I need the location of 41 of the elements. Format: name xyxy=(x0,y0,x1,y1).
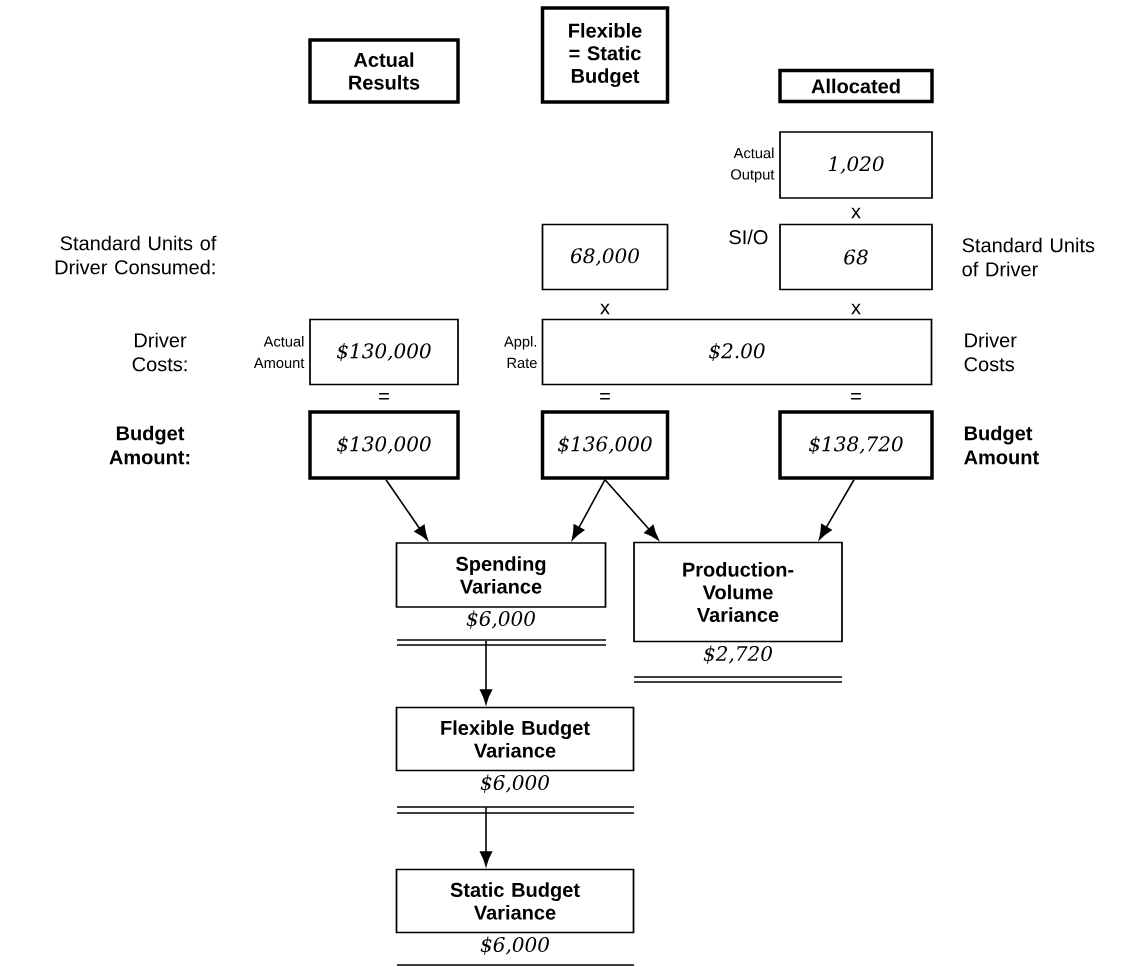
operator-sign: = xyxy=(379,393,389,400)
heading-box: Allocated xyxy=(778,68,934,104)
value-box: $130,000 xyxy=(309,318,459,386)
operator-sign: = xyxy=(851,393,861,400)
operator-sign: x xyxy=(851,207,861,219)
heading-box: Actual Results xyxy=(308,38,460,104)
value-box: 68 xyxy=(779,223,933,291)
side-label: Actual Output xyxy=(731,147,775,183)
row-label: Standard Units of Driver xyxy=(962,237,1095,277)
row-label: Driver Costs: xyxy=(132,332,187,372)
value-box: $136,000 xyxy=(540,410,670,480)
arrow xyxy=(479,640,493,705)
heading-box: Static Budget Variance xyxy=(395,868,635,934)
variance-amount: $6,000 xyxy=(466,610,535,629)
value-box: $2.00 xyxy=(541,318,933,386)
heading-box: Flexible Budget Variance xyxy=(395,706,635,772)
operator-sign: x xyxy=(851,303,861,315)
value-box: 1,020 xyxy=(779,131,933,199)
row-label: Driver Costs xyxy=(964,332,1017,372)
heading-box: Spending Variance xyxy=(395,542,607,608)
arrow xyxy=(818,478,855,540)
variance-amount: $2,720 xyxy=(703,645,772,664)
side-label: Appl. Rate xyxy=(504,335,537,369)
arrow xyxy=(385,478,428,541)
value-box: $138,720 xyxy=(778,410,934,480)
arrow xyxy=(571,478,606,541)
operator-sign: x xyxy=(600,303,610,315)
side-label: SI/O xyxy=(729,229,768,245)
row-label: Standard Units of Driver Consumed: xyxy=(55,235,217,275)
heading-box: Flexible = Static Budget xyxy=(540,6,670,104)
value-box: $130,000 xyxy=(308,410,460,480)
arrow xyxy=(604,478,659,540)
operator-sign: = xyxy=(600,393,610,400)
row-label: Budget Amount xyxy=(964,425,1039,465)
variance-amount: $6,000 xyxy=(480,936,549,955)
row-label: Budget Amount: xyxy=(109,425,190,465)
variance-amount: $6,000 xyxy=(480,774,549,793)
side-label: Actual Amount xyxy=(253,335,305,369)
heading-box: Production-Volume Variance xyxy=(633,541,843,643)
arrow xyxy=(479,806,493,867)
value-box: 68,000 xyxy=(541,223,669,291)
